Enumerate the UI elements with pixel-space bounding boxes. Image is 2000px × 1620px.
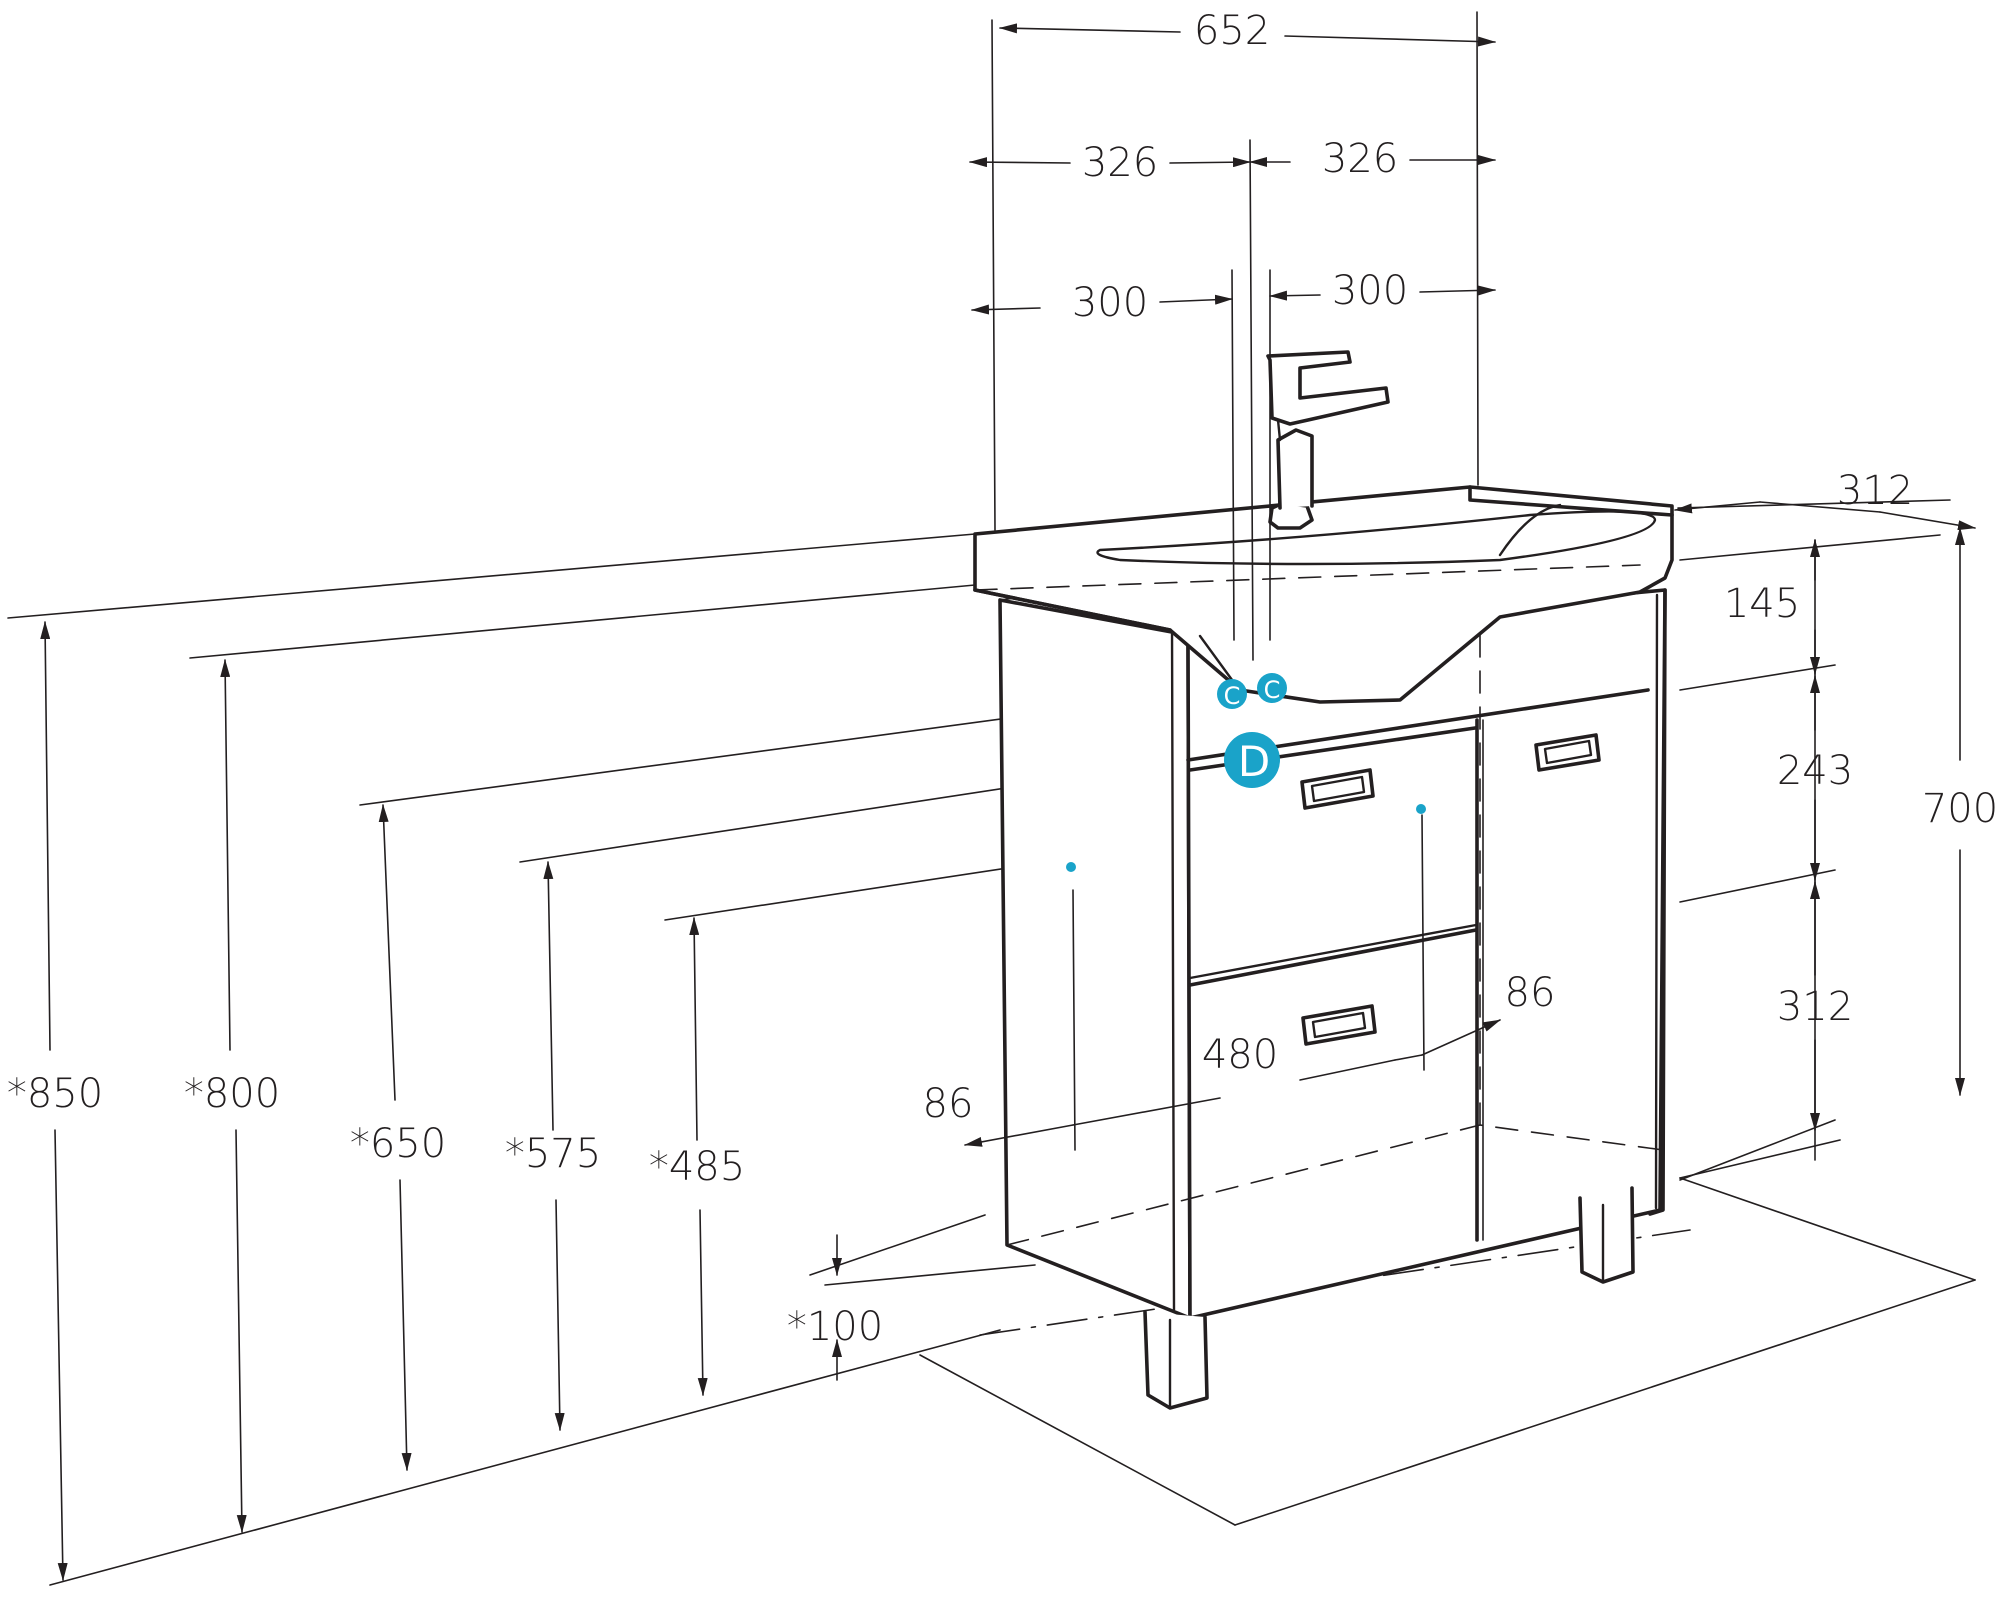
dim-span: 480	[1202, 1032, 1278, 1078]
dim-leg-height: *100	[787, 1304, 883, 1350]
dim-faucet-right: 300	[1332, 268, 1408, 314]
mounting-point-right-icon	[1416, 804, 1426, 814]
dim-h485: *485	[649, 1144, 745, 1190]
handle-top-drawer	[1300, 768, 1375, 810]
svg-text:D: D	[1238, 737, 1270, 786]
dim-depth: 312	[1837, 468, 1913, 514]
dim-h575: *575	[505, 1131, 601, 1177]
dim-bottom-block: 312	[1777, 984, 1853, 1030]
bottom-dimensions: 86 480 86	[923, 814, 1556, 1151]
dim-top-block: 145	[1724, 581, 1800, 627]
left-dimensions: *850 *800 *650 *575 *485 *100	[7, 621, 883, 1581]
connection-markers: C C D	[1066, 673, 1426, 872]
dim-offset-right: 86	[1505, 970, 1556, 1016]
dim-faucet-left: 300	[1072, 280, 1148, 326]
mounting-point-left-icon	[1066, 862, 1076, 872]
drain-icon: D	[1224, 732, 1280, 788]
right-dimensions: 312 145 243 312 700	[1674, 468, 1998, 1181]
floor-guides	[7, 494, 1976, 1586]
dim-offset-left: 86	[923, 1081, 974, 1127]
hot-water-connection-icon: C	[1257, 673, 1287, 704]
dim-overall-height: 700	[1922, 786, 1998, 832]
dim-right-from-center: 326	[1322, 136, 1398, 182]
handle-door	[1534, 733, 1601, 772]
handle-bottom-drawer	[1301, 1004, 1377, 1046]
dim-left-to-center: 326	[1082, 140, 1158, 186]
svg-text:C: C	[1224, 682, 1241, 710]
drawer-handles	[1300, 733, 1601, 1046]
cold-water-connection-icon: C	[1217, 679, 1247, 710]
dim-overall-width: 652	[1194, 8, 1270, 54]
faucet-icon	[1266, 350, 1390, 530]
dim-h650: *650	[350, 1121, 446, 1167]
dim-middle-block: 243	[1777, 748, 1853, 794]
basin	[973, 485, 1674, 704]
dim-h850: *850	[7, 1071, 103, 1117]
cabinet-legs	[1143, 1186, 1635, 1410]
top-dimensions: 652 326 326 300 300	[969, 8, 1496, 661]
svg-text:C: C	[1264, 676, 1281, 704]
dim-h800: *800	[184, 1071, 280, 1117]
